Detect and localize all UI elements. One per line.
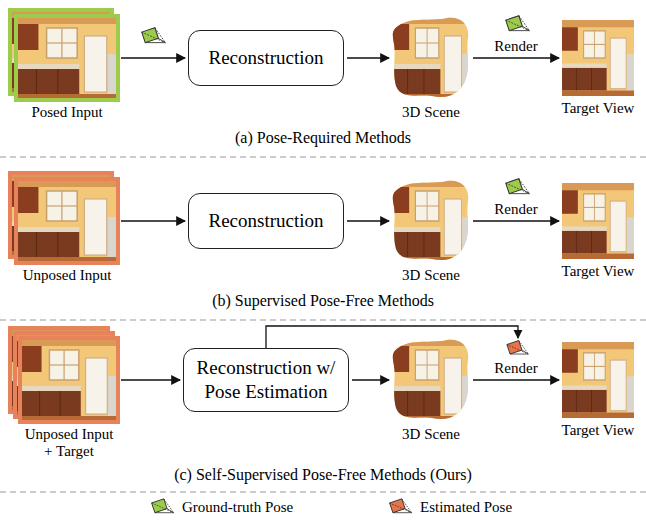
scene-render [392,338,470,422]
image-panel: 3D Scene [392,179,470,263]
flow-arrow [121,57,185,58]
separator [0,319,646,320]
target-image [562,183,634,259]
image-panel: Posed Input [16,16,118,100]
image-panel: Unposed Input + Target [20,338,118,422]
process-box: Reconstruction [188,193,344,249]
posed-image-stack [10,10,118,100]
target-image [562,342,634,418]
flow-arrow [473,220,559,221]
image-caption: Unposed Input [23,267,112,284]
image-caption: Posed Input [31,104,102,121]
image-caption: Unposed Input + Target [21,426,117,461]
box-label: Reconstruction w/ Pose Estimation [190,356,342,404]
gt-pose-icon [506,179,530,194]
legend-est-icon [390,499,412,513]
separator [0,156,646,157]
flow-arrow [121,220,185,221]
unposed-image-stack [10,173,118,263]
process-box: Reconstruction w/ Pose Estimation [183,348,349,412]
edge-label: Render [494,200,537,218]
image-caption: 3D Scene [402,104,460,121]
scene-render [392,16,470,100]
gt-pose-icon [506,16,530,31]
image-panel: Target View [562,183,634,259]
box-label: Reconstruction [208,209,323,233]
unposed-image-stack [10,328,118,422]
legend-text: Ground-truth Pose [182,498,293,516]
flow-arrow [352,379,389,380]
gt-pose-icon [142,28,166,43]
legend-gt-icon [152,499,174,513]
flow-arrow [347,220,389,221]
flow-arrow [121,379,180,380]
image-caption: Target View [562,263,635,280]
legend-text: Estimated Pose [420,498,512,516]
image-panel: Target View [562,342,634,418]
process-box: Reconstruction [188,30,344,86]
image-panel: Unposed Input [16,179,118,263]
image-caption: 3D Scene [402,426,460,443]
box-label: Reconstruction [208,46,323,70]
scene-render [392,179,470,263]
pose-line [266,326,518,348]
edge-label: Render [494,359,537,377]
flow-arrow [347,57,389,58]
image-caption: Target View [562,422,635,439]
target-image [562,20,634,96]
edge-label: Render [494,37,537,55]
separator [0,491,646,492]
image-caption: 3D Scene [402,267,460,284]
est-pose-icon [507,341,528,354]
panel-caption: (c) Self-Supervised Pose-Free Methods (O… [0,465,646,484]
image-panel: 3D Scene [392,16,470,100]
panel-caption: (b) Supervised Pose-Free Methods [0,291,646,310]
flow-arrow [473,57,559,58]
flow-arrow [473,379,559,380]
panel-caption: (a) Pose-Required Methods [0,128,646,147]
image-panel: 3D Scene [392,338,470,422]
image-panel: Target View [562,20,634,96]
image-caption: Target View [562,100,635,117]
